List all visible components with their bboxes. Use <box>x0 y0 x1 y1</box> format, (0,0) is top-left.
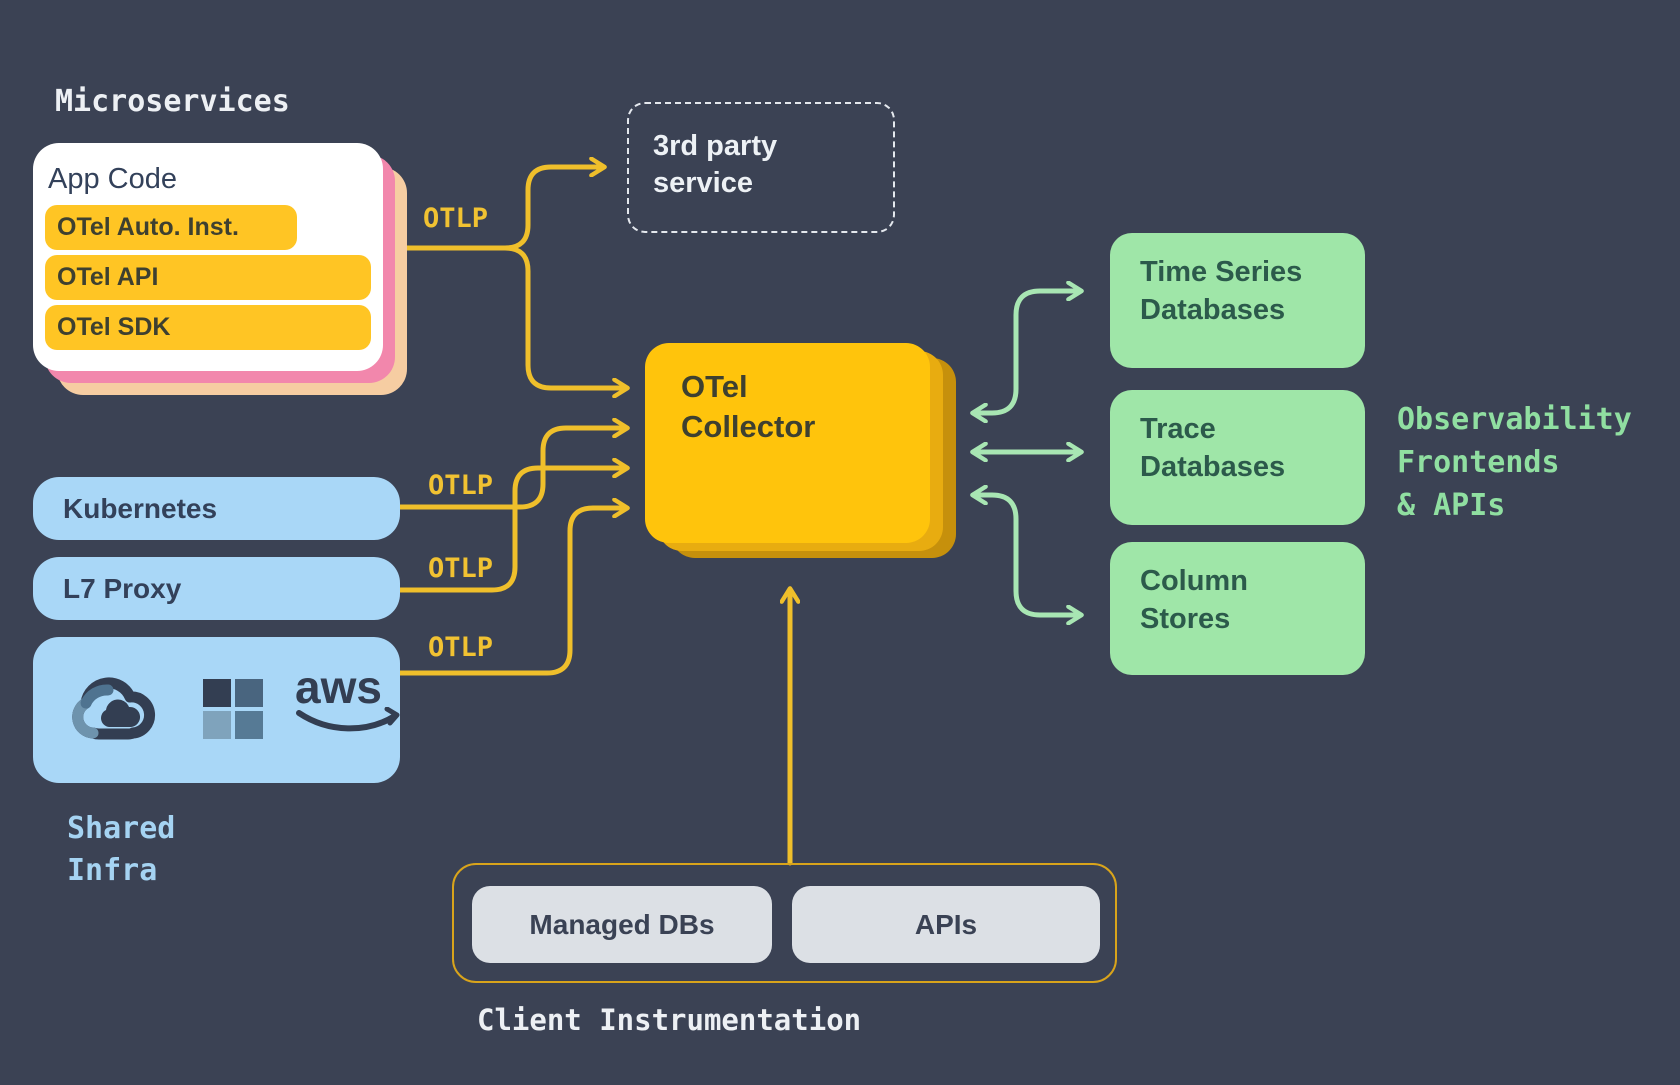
third-party-service-box: 3rd party service <box>627 102 895 233</box>
aws-smile-icon <box>296 706 400 732</box>
arrow-collector-column <box>974 495 1080 615</box>
client-instrumentation-container: Managed DBs APIs <box>452 863 1117 983</box>
otlp-label-kubernetes: OTLP <box>428 470 494 501</box>
client-instrumentation-label: Client Instrumentation <box>477 1003 862 1037</box>
microservices-label: Microservices <box>55 84 290 119</box>
time-series-line1: Time Series <box>1140 256 1303 288</box>
apis-box: APIs <box>792 886 1100 963</box>
arrow-cloud-to-collector <box>395 508 626 676</box>
l7-proxy-label: L7 Proxy <box>63 572 182 604</box>
collector-line2: Collector <box>681 409 816 444</box>
arrow-appcode-to-collector <box>502 245 626 388</box>
third-party-line1: 3rd party <box>653 130 778 162</box>
otlp-label-l7proxy: OTLP <box>428 553 494 584</box>
otlp-label-app: OTLP <box>423 203 489 234</box>
cloud-providers-box: aws <box>33 637 400 783</box>
shared-infra-line1: Shared <box>67 811 176 846</box>
trace-line2: Databases <box>1140 451 1286 483</box>
microsoft-icon <box>203 679 263 739</box>
microsoft-square-3 <box>203 711 231 739</box>
otel-auto-inst-pill: OTel Auto. Inst. <box>45 205 297 250</box>
trace-line1: Trace <box>1140 413 1216 445</box>
aws-icon: aws <box>295 661 407 742</box>
managed-dbs-label: Managed DBs <box>529 908 715 940</box>
apis-label: APIs <box>914 908 978 940</box>
otel-collector-box: OTel Collector <box>645 343 930 543</box>
app-code-title: App Code <box>48 163 177 195</box>
arrow-collector-timeseries <box>974 291 1080 413</box>
otel-api-pill: OTel API <box>45 255 371 300</box>
observability-line3: & APIs <box>1397 488 1506 523</box>
observability-frontends-label: Observability Frontends & APIs <box>1397 398 1632 527</box>
app-code-box: App Code OTel Auto. Inst. OTel API OTel … <box>33 143 383 371</box>
microsoft-square-2 <box>235 679 263 707</box>
column-stores-box: Column Stores <box>1110 542 1365 675</box>
arrow-l7proxy-to-collector <box>395 468 626 593</box>
aws-logo-text: aws <box>295 661 382 713</box>
column-stores-line2: Stores <box>1140 603 1231 635</box>
otel-sdk-pill: OTel SDK <box>45 305 371 350</box>
shared-infra-line2: Infra <box>67 853 158 888</box>
third-party-line2: service <box>653 167 753 199</box>
managed-dbs-box: Managed DBs <box>472 886 772 963</box>
microsoft-square-1 <box>203 679 231 707</box>
google-cloud-icon <box>72 677 156 740</box>
microsoft-square-4 <box>235 711 263 739</box>
l7-proxy-box: L7 Proxy <box>33 557 400 620</box>
arrow-appcode-to-third-party <box>380 167 603 251</box>
trace-databases-box: Trace Databases <box>1110 390 1365 525</box>
kubernetes-box: Kubernetes <box>33 477 400 540</box>
time-series-line2: Databases <box>1140 294 1286 326</box>
kubernetes-label: Kubernetes <box>63 492 218 524</box>
column-stores-line1: Column <box>1140 565 1248 597</box>
observability-line1: Observability <box>1397 402 1632 437</box>
shared-infra-label: Shared Infra <box>67 808 175 892</box>
otlp-label-cloud: OTLP <box>428 632 494 663</box>
observability-line2: Frontends <box>1397 445 1560 480</box>
time-series-databases-box: Time Series Databases <box>1110 233 1365 368</box>
collector-line1: OTel <box>681 369 748 404</box>
